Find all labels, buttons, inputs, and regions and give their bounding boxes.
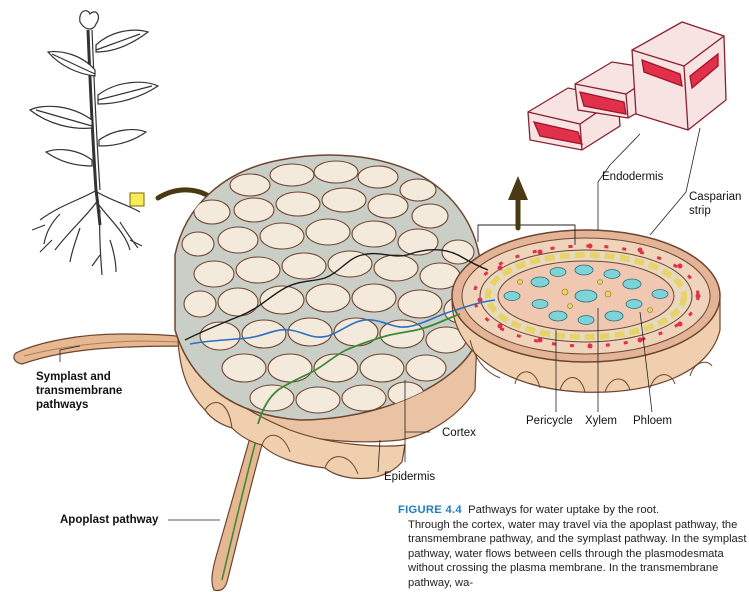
root-zoom-marker: [129, 192, 145, 207]
label-phloem: Phloem: [633, 415, 672, 427]
stele-cross-section: [451, 229, 721, 393]
label-epidermis: Epidermis: [384, 471, 436, 483]
label-leaders: [59, 127, 701, 521]
zoom-arrow-up-head: [508, 176, 528, 200]
whole-plant-illustration: [28, 10, 160, 276]
figure-caption: FIGURE 4.4 Pathways for water uptake by …: [398, 503, 748, 590]
endodermis-detail-bracket: [477, 224, 576, 245]
root-hair-left: [13, 333, 193, 365]
root-hair-bottom: [211, 418, 267, 592]
label-symplast-3: pathways: [36, 399, 89, 411]
label-symplast-2: transmembrane: [36, 385, 123, 397]
label-cortex: Cortex: [442, 427, 476, 439]
label-pericycle: Pericycle: [526, 415, 573, 427]
symplast-pathway-line: [189, 299, 496, 345]
label-casparian-strip-2: strip: [689, 205, 711, 217]
label-endodermis: Endodermis: [602, 171, 664, 183]
apoplast-pathway-line: [257, 313, 461, 425]
label-xylem: Xylem: [585, 415, 617, 427]
figure-title: Pathways for water uptake by the root.: [468, 504, 660, 516]
transmembrane-pathway-line: [184, 249, 489, 341]
label-symplast-1: Symplast and: [36, 371, 111, 383]
endodermis-cells-detail: [527, 21, 727, 151]
figure-number: FIGURE 4.4: [398, 504, 462, 516]
label-apoplast: Apoplast pathway: [60, 514, 159, 526]
label-casparian-strip-1: Casparian: [689, 191, 742, 203]
figure-body: Through the cortex, water may travel via…: [408, 518, 747, 589]
cortex-block: [174, 154, 481, 480]
